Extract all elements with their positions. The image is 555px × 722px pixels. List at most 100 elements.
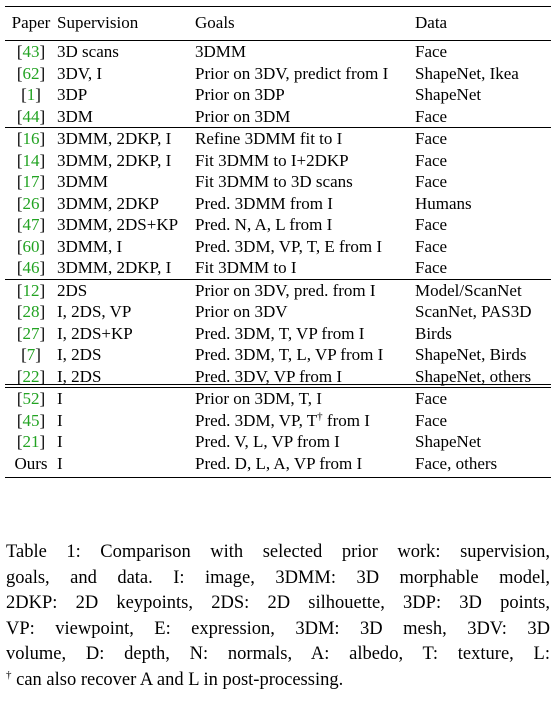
- citation: [14]: [16, 150, 46, 170]
- supervision-cell: 3DMM, 2DS+KP: [57, 215, 179, 234]
- citation-number: 26: [22, 193, 40, 213]
- data-cell: Face: [415, 410, 448, 430]
- data-cell: Face: [415, 40, 551, 63]
- data-cell: Model/ScanNet: [415, 278, 551, 301]
- data-cell: ShapeNet, Birds: [415, 345, 527, 364]
- goals-cell: Prior on 3DM, T, I: [195, 387, 415, 410]
- goals-cell: Fit 3DMM to 3D scans: [195, 172, 353, 191]
- citation: [22]: [16, 366, 46, 386]
- citation-number: 28: [22, 302, 40, 321]
- table-top-rule: [5, 6, 551, 7]
- data-cell: Face: [415, 387, 551, 410]
- goals-cell: Prior on 3DV, pred. from I: [195, 278, 415, 301]
- citation: [28]: [16, 302, 46, 321]
- citation-number: 7: [26, 345, 36, 364]
- data-cell: ShapeNet, others: [415, 366, 532, 386]
- comparison-table: Paper Supervision Goals Data [43]3D scan…: [5, 6, 551, 474]
- citation-number: 43: [22, 42, 40, 61]
- goals-cell: Prior on 3DV: [195, 302, 288, 321]
- supervision-cell: I, 2DS: [57, 345, 102, 364]
- citation: [12]: [5, 278, 57, 301]
- citation: [21]: [16, 432, 46, 451]
- data-cell: ShapeNet: [415, 432, 482, 451]
- table-row: [21] I Pred. V, L, VP from I ShapeNet: [5, 431, 551, 453]
- data-cell: Face: [415, 106, 448, 126]
- citation: [46]: [16, 258, 46, 277]
- goals-cell: Pred. 3DM, T, VP from I: [195, 323, 365, 343]
- citation-number: 22: [22, 366, 40, 386]
- citation: [1]: [21, 85, 41, 104]
- data-cell: Face: [415, 127, 551, 150]
- supervision-cell: I: [57, 432, 63, 451]
- goals-cell: Pred. 3DM, T, L, VP from I: [195, 345, 384, 364]
- data-cell: Humans: [415, 193, 472, 213]
- dagger-mark: †: [6, 668, 12, 681]
- goals-cell: Pred. 3DV, VP from I: [195, 366, 343, 386]
- supervision-cell: I, 2DS: [57, 366, 102, 386]
- citation-number: 46: [22, 258, 40, 277]
- citation-number: 16: [22, 129, 40, 148]
- caption-line: goals, and data. I: image, 3DMM: 3D morp…: [6, 567, 550, 588]
- supervision-cell: 3DMM, 2DKP, I: [57, 150, 172, 170]
- goals-tail: from I: [322, 410, 370, 430]
- goals-cell: Pred. 3DM, VP, T, E from I: [195, 236, 382, 256]
- table-header-row: Paper Supervision Goals Data: [5, 6, 551, 41]
- data-cell: Birds: [415, 323, 452, 343]
- caption-line: volume, D: depth, N: normals, A: albedo,…: [6, 644, 550, 664]
- caption-line: 2DKP: 2D keypoints, 2DS: 2D silhouette, …: [6, 593, 550, 613]
- citation: [7]: [21, 345, 41, 364]
- goals-cell: Prior on 3DP: [195, 85, 285, 104]
- supervision-cell: I: [57, 453, 63, 473]
- supervision-cell: 3DMM, 2DKP, I: [57, 258, 172, 277]
- supervision-cell: 3DMM, 2DKP: [57, 193, 160, 213]
- data-cell: ScanNet, PAS3D: [415, 302, 532, 321]
- citation-number: 52: [22, 389, 40, 408]
- goals-cell: Fit 3DMM to I+2DKP: [195, 150, 349, 170]
- data-cell: Face: [415, 172, 448, 191]
- citation-number: 12: [22, 280, 40, 300]
- caption-line: Table 1: Comparison with selected prior …: [6, 542, 550, 562]
- citation-number: 27: [22, 323, 40, 343]
- supervision-cell: 3DMM: [57, 172, 109, 191]
- citation: [44]: [16, 106, 46, 126]
- supervision-cell: I, 2DS, VP: [57, 302, 132, 321]
- supervision-cell: 3DM: [57, 106, 93, 126]
- citation: [62]: [16, 63, 46, 83]
- caption-line: † can also recover A and L in post-proce…: [6, 668, 550, 694]
- data-cell: ShapeNet, Ikea: [415, 63, 519, 83]
- table-double-rule: [5, 384, 551, 385]
- goals-cell: Prior on 3DV, predict from I: [195, 63, 389, 83]
- caption-line: VP: viewpoint, E: expression, 3DM: 3D me…: [6, 618, 550, 639]
- goals-cell: Pred. V, L, VP from I: [195, 432, 340, 451]
- citation-number: 45: [22, 410, 40, 430]
- table-bottom-rule: [5, 477, 551, 478]
- citation-number: 62: [22, 63, 40, 83]
- citation-number: 17: [22, 172, 40, 191]
- supervision-cell: 3DV, I: [57, 63, 103, 83]
- citation: [27]: [16, 323, 46, 343]
- citation-number: 21: [22, 432, 40, 451]
- supervision-cell: 3DP: [57, 85, 88, 104]
- citation: [17]: [16, 172, 46, 191]
- goals-text: Pred. 3DM, VP, T: [195, 410, 318, 430]
- supervision-cell: I, 2DS+KP: [57, 323, 133, 343]
- table-row: [28] I, 2DS, VP Prior on 3DV ScanNet, PAS3D: [5, 301, 551, 323]
- citation-number: 47: [22, 215, 40, 234]
- supervision-cell: 3DMM, I: [57, 236, 123, 256]
- caption-last-text: can also recover A and L in post-process…: [11, 669, 344, 690]
- header-supervision: Supervision: [57, 13, 139, 32]
